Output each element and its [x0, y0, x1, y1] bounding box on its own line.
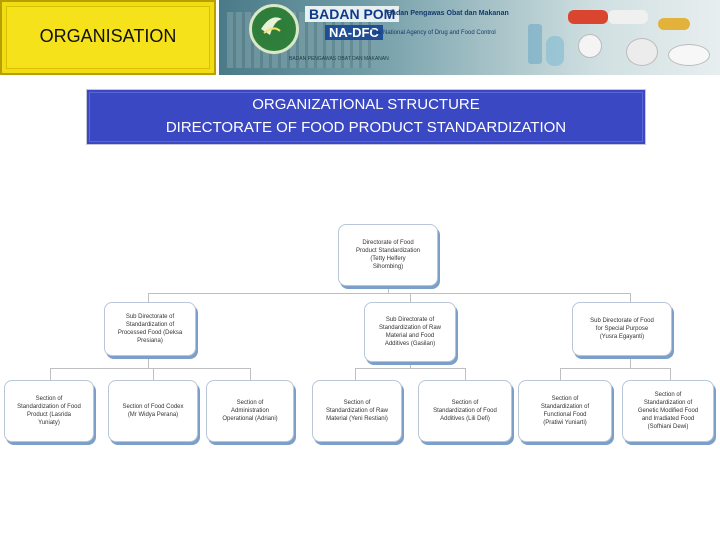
connector-director-down	[388, 286, 389, 294]
node-section-4-line-3: Material (Yeni Restiani)	[326, 416, 388, 422]
node-subdir-processed-food: Sub Directorate of Standardization of Pr…	[104, 302, 196, 356]
agency-logo	[249, 4, 299, 54]
node-subdir-1-line-3: Processed Food (Deksa	[117, 330, 183, 336]
header-banner: BADAN PENGAWAS OBAT DAN MAKANAN BADAN PO…	[219, 0, 720, 75]
connector-group3-bar	[560, 368, 670, 369]
brand-subtitle: Badan Pengawas Obat dan Makanan	[387, 10, 509, 17]
connector-group3-down	[630, 356, 631, 369]
node-section-3-line-3: Operational (Adriani)	[222, 416, 278, 422]
node-subdir-1-line-4: Presiana)	[137, 338, 163, 344]
chart-title-line-2: DIRECTORATE OF FOOD PRODUCT STANDARDIZAT…	[165, 119, 567, 136]
node-section-4-line-1: Section of	[343, 400, 371, 406]
node-section-food-product: Section of Standardization of Food Produ…	[4, 380, 94, 442]
node-subdir-1-line-2: Standardization of	[125, 322, 175, 328]
lab-equipment-photo	[508, 4, 714, 70]
node-section-7-line-1: Section of	[654, 392, 682, 398]
connector-section-5	[465, 368, 466, 380]
connector-subdir-2	[410, 293, 411, 302]
node-section-3-line-1: Section of	[236, 400, 264, 406]
connector-section-4	[355, 368, 356, 380]
node-section-2-line-1: Section of Food Codex	[122, 404, 184, 410]
node-director-line-4: Sihombing)	[372, 264, 404, 270]
node-section-7-line-5: (Sofhiani Dewi)	[647, 424, 689, 430]
node-section-5-line-3: Additives (Lili Defi)	[440, 416, 490, 422]
node-director-line-1: Directorate of Food	[362, 240, 414, 246]
node-subdir-raw-material: Sub Directorate of Standardization of Ra…	[364, 302, 456, 362]
node-section-5-line-1: Section of	[451, 400, 479, 406]
node-subdir-2-line-2: Standardization of Raw	[378, 325, 442, 331]
node-section-1-line-2: Standardization of Food	[17, 404, 81, 410]
connector-group1-bar	[50, 368, 250, 369]
connector-group2-down	[410, 362, 411, 369]
connector-section-7	[670, 368, 671, 380]
node-section-4-line-2: Standardization of Raw	[325, 408, 389, 414]
node-subdir-special-purpose: Sub Directorate of Food for Special Purp…	[572, 302, 672, 356]
header-title-panel: ORGANISATION	[0, 0, 216, 75]
node-subdir-3-line-1: Sub Directorate of Food	[590, 318, 654, 324]
node-section-6-line-1: Section of	[551, 396, 579, 402]
node-subdir-2-line-3: Material and Food	[385, 333, 435, 339]
node-section-1-line-3: Product (Lasrida	[26, 412, 72, 418]
node-director: Directorate of Food Product Standardizat…	[338, 224, 438, 286]
node-section-7-line-3: Genetic Modified Food	[637, 408, 699, 414]
connector-subdir-3	[630, 293, 631, 302]
node-section-functional-food: Section of Standardization of Functional…	[518, 380, 612, 442]
header-title: ORGANISATION	[39, 26, 177, 46]
node-subdir-3-line-2: for Special Purpose	[595, 326, 649, 332]
chart-title-line-1: ORGANIZATIONAL STRUCTURE	[252, 96, 480, 113]
connector-section-1	[50, 368, 51, 380]
connector-group2-bar	[355, 368, 465, 369]
node-section-2-line-2: (Mr Widya Perana)	[127, 412, 179, 418]
node-section-gm-irradiated-food: Section of Standardization of Genetic Mo…	[622, 380, 714, 442]
node-section-6-line-4: (Pratiwi Yuniarti)	[543, 420, 587, 426]
connector-section-2	[153, 368, 154, 380]
agency-code: NA-DFC	[325, 25, 383, 40]
node-section-administration: Section of Administration Operational (A…	[206, 380, 294, 442]
node-section-3-line-2: Administration	[230, 408, 269, 414]
connector-subdir-1	[148, 293, 149, 302]
node-subdir-2-line-4: Additives (Gasilan)	[384, 341, 436, 347]
node-section-food-codex: Section of Food Codex (Mr Widya Perana)	[108, 380, 198, 442]
brand-name: BADAN POM	[305, 6, 400, 22]
connector-group1-down	[148, 356, 149, 369]
node-section-5-line-2: Standardization of Food	[433, 408, 497, 414]
node-section-1-line-1: Section of	[35, 396, 63, 402]
photo-caption: BADAN PENGAWAS OBAT DAN MAKANAN	[289, 56, 389, 62]
node-section-1-line-4: Yuniaty)	[38, 420, 60, 426]
node-section-food-additives: Section of Standardization of Food Addit…	[418, 380, 512, 442]
node-section-raw-material: Section of Standardization of Raw Materi…	[312, 380, 402, 442]
node-section-7-line-2: Standardization of	[643, 400, 693, 406]
node-section-6-line-3: Functional Food	[543, 412, 587, 418]
agency-subtitle: The National Agency of Drug and Food Con…	[371, 30, 496, 36]
connector-section-3	[250, 368, 251, 380]
node-section-6-line-2: Standardization of	[540, 404, 590, 410]
node-director-line-2: Product Standardization	[355, 248, 421, 254]
node-subdir-2-line-1: Sub Directorate of	[385, 317, 435, 323]
node-director-line-3: (Tetty Helfery	[370, 256, 406, 262]
connector-subdir-bar	[148, 293, 631, 294]
chart-title-box: ORGANIZATIONAL STRUCTURE DIRECTORATE OF …	[86, 89, 646, 145]
connector-section-6	[560, 368, 561, 380]
node-section-7-line-4: and Irradiated Food	[641, 416, 695, 422]
node-subdir-3-line-3: (Yusra Egayanti)	[599, 334, 645, 340]
node-subdir-1-line-1: Sub Directorate of	[125, 314, 175, 320]
